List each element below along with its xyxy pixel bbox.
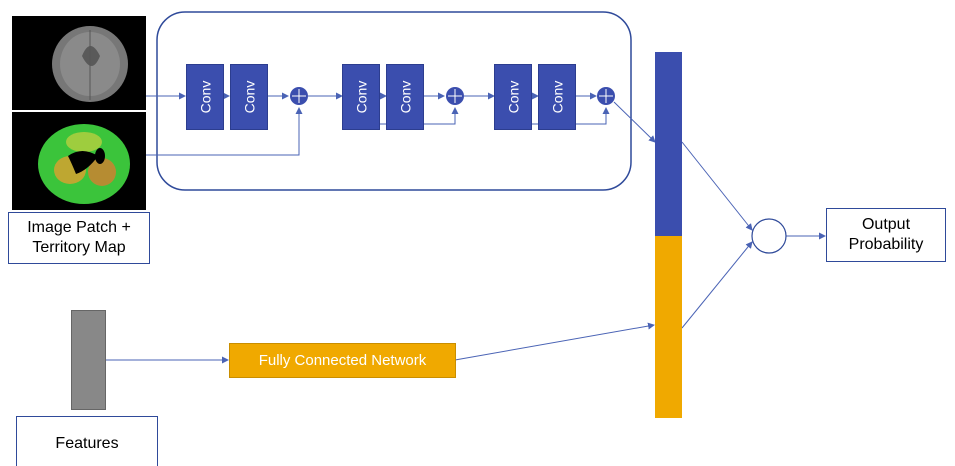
conv-label: Conv	[397, 80, 413, 114]
output-node	[751, 218, 787, 254]
conv-block-6: Conv	[538, 64, 576, 130]
conv-label: Conv	[241, 80, 257, 114]
conv-block-5: Conv	[494, 64, 532, 130]
features-caption: Features	[16, 416, 158, 466]
concat-vector-feature-part	[655, 236, 682, 418]
conv-label: Conv	[197, 80, 213, 114]
add-node-2	[446, 87, 464, 105]
territory-map-image	[12, 112, 146, 210]
add-node-1	[290, 87, 308, 105]
image-patch-caption-text: Image Patch + Territory Map	[27, 219, 131, 256]
ct-scan-image	[12, 16, 146, 110]
residual-module-container	[156, 11, 632, 191]
conv-label: Conv	[505, 80, 521, 114]
fully-connected-network-box: Fully Connected Network	[229, 343, 456, 378]
conv-block-3: Conv	[342, 64, 380, 130]
conv-block-1: Conv	[186, 64, 224, 130]
conv-label: Conv	[549, 80, 565, 114]
concat-vector-image-part	[655, 52, 682, 236]
features-vector	[71, 310, 106, 410]
conv-label: Conv	[353, 80, 369, 114]
image-patch-caption: Image Patch + Territory Map	[8, 212, 150, 264]
fcn-label: Fully Connected Network	[258, 352, 427, 369]
territory-map-panel	[12, 112, 146, 210]
output-probability-box: Output Probability	[826, 208, 946, 262]
output-probability-text: Output Probability	[848, 216, 924, 253]
conv-block-4: Conv	[386, 64, 424, 130]
conv-block-2: Conv	[230, 64, 268, 130]
add-node-3	[597, 87, 615, 105]
features-caption-text: Features	[55, 435, 119, 452]
ct-image-panel	[12, 16, 146, 110]
